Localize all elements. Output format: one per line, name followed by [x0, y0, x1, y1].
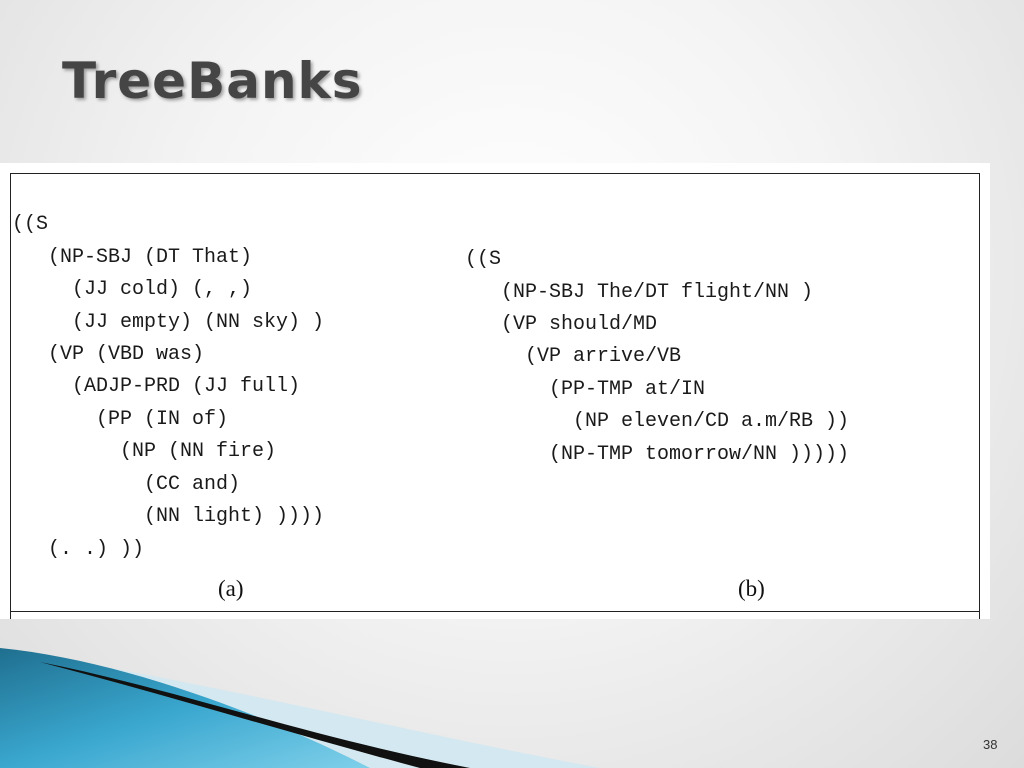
tree-b-line: (VP should/MD	[465, 313, 658, 336]
tree-a-line: (CC and)	[12, 473, 241, 496]
tree-a-caption: (a)	[218, 576, 244, 601]
tree-b-caption: (b)	[738, 576, 765, 601]
tree-b-line: (NP eleven/CD a.m/RB ))	[465, 410, 850, 433]
tree-a-line: (NN light) ))))	[12, 505, 325, 528]
tree-a-line: (NP (NN fire)	[12, 440, 277, 463]
figure-divider	[10, 611, 980, 612]
tree-b-line: (VP arrive/VB	[465, 345, 682, 368]
tree-a-line: (ADJP-PRD (JJ full)	[12, 375, 301, 398]
swoosh-light	[0, 650, 600, 768]
tree-a-line: (. .) ))	[12, 538, 145, 561]
tree-b-line: (NP-TMP tomorrow/NN )))))	[465, 443, 850, 466]
swoosh-blue	[0, 648, 370, 768]
slide-number: 38	[983, 737, 998, 752]
tree-a-line: ((S	[12, 213, 49, 236]
tree-b-line: ((S	[465, 248, 502, 271]
tree-a-line: (JJ cold) (, ,)	[12, 278, 253, 301]
tree-b-line: (NP-SBJ The/DT flight/NN )	[465, 281, 814, 304]
tree-b-line: (PP-TMP at/IN	[465, 378, 706, 401]
treebank-figure: ((S (NP-SBJ (DT That) (JJ cold) (, ,) (J…	[0, 163, 990, 619]
tree-a-line: (PP (IN of)	[12, 408, 229, 431]
tree-a-line: (NP-SBJ (DT That)	[12, 246, 253, 269]
figure-frame	[10, 173, 980, 619]
swoosh-black	[40, 662, 470, 768]
tree-a-line: (VP (VBD was)	[12, 343, 205, 366]
tree-a-line: (JJ empty) (NN sky) )	[12, 311, 325, 334]
slide-title: TreeBanks	[62, 52, 363, 110]
